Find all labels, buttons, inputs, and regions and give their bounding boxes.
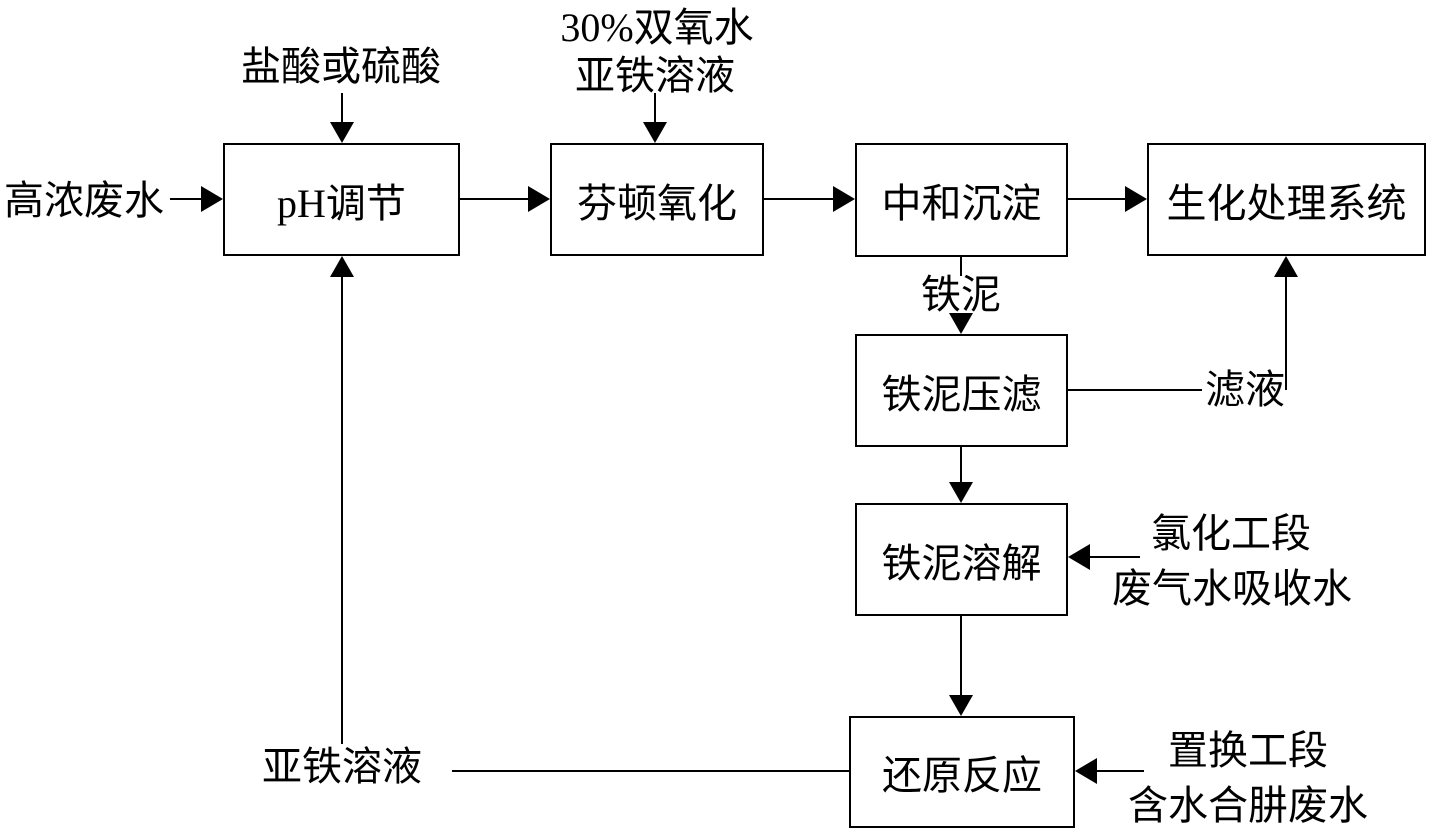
label-ferrous-solution-recycle: 亚铁溶液 (262, 744, 422, 789)
arrowhead-down-icon (949, 482, 973, 503)
arrowhead-right-icon (201, 186, 223, 212)
node-iron-mud-dissolution-label: 铁泥溶解 (881, 540, 1042, 586)
edge-filtrate-to-bio-line (1285, 276, 1287, 390)
label-displacement-line1: 置换工段 (1168, 728, 1328, 773)
label-iron-mud: 铁泥 (921, 272, 1001, 317)
node-ph-adjustment-label: pH调节 (277, 180, 406, 226)
arrowhead-down-icon (949, 695, 973, 716)
arrowhead-down-icon (949, 313, 973, 334)
node-fenton-oxidation-label: 芬顿氧化 (577, 180, 737, 226)
arrowhead-right-icon (528, 186, 550, 212)
node-reduction-reaction: 还原反应 (849, 716, 1075, 828)
edge-oxidant-to-fenton-line (654, 93, 656, 124)
edge-neutralize-to-ironmud-line (960, 257, 962, 276)
node-neutralization-precipitation: 中和沉淀 (855, 143, 1068, 257)
label-filtrate: 滤液 (1205, 367, 1285, 412)
edge-dissolve-to-reduce-line (960, 616, 962, 696)
edge-reduce-to-ferrous-line (452, 770, 849, 772)
arrowhead-up-icon (330, 256, 354, 277)
edge-acid-to-ph-line (341, 93, 343, 124)
node-iron-mud-press-filtration-label: 铁泥压滤 (881, 371, 1042, 417)
edge-neutralize-to-bio-line (1068, 198, 1126, 200)
edge-fenton-to-neutralize-line (764, 198, 834, 200)
label-chlorination-line2: 废气水吸收水 (1112, 566, 1352, 611)
edge-displacement-to-reduce-line (1096, 770, 1144, 772)
edge-ph-to-fenton-line (460, 198, 530, 200)
node-iron-mud-dissolution: 铁泥溶解 (855, 503, 1068, 616)
label-displacement-line2: 含水合肼废水 (1128, 783, 1368, 828)
edge-chlorination-to-dissolve-line (1089, 556, 1140, 558)
arrowhead-up-icon (1274, 256, 1298, 277)
edge-ferrous-to-ph-line (341, 276, 343, 744)
node-ph-adjustment: pH调节 (223, 143, 460, 256)
node-iron-mud-press-filtration: 铁泥压滤 (855, 334, 1068, 447)
label-feed-wastewater: 高浓废水 (4, 178, 164, 223)
node-reduction-reaction-label: 还原反应 (882, 753, 1042, 798)
label-chlorination-line1: 氯化工段 (1151, 511, 1311, 556)
arrowhead-down-icon (330, 122, 354, 143)
node-biochemical-treatment-system: 生化处理系统 (1147, 143, 1426, 256)
arrowhead-right-icon (833, 186, 855, 212)
edge-feed-to-ph-line (170, 198, 203, 200)
edge-press-to-filtrate-line (1068, 389, 1202, 391)
label-acid-input: 盐酸或硫酸 (241, 44, 441, 89)
arrowhead-right-icon (1125, 186, 1147, 212)
arrowhead-left-icon (1075, 758, 1097, 784)
label-oxidant-line2: 亚铁溶液 (575, 53, 735, 98)
node-fenton-oxidation: 芬顿氧化 (550, 143, 764, 256)
arrowhead-left-icon (1068, 544, 1090, 570)
node-biochemical-treatment-system-label: 生化处理系统 (1166, 180, 1407, 226)
edge-press-to-dissolve-line (960, 447, 962, 484)
label-oxidant-line1: 30%双氧水 (560, 5, 754, 50)
node-neutralization-precipitation-label: 中和沉淀 (881, 181, 1042, 226)
arrowhead-down-icon (643, 122, 667, 143)
